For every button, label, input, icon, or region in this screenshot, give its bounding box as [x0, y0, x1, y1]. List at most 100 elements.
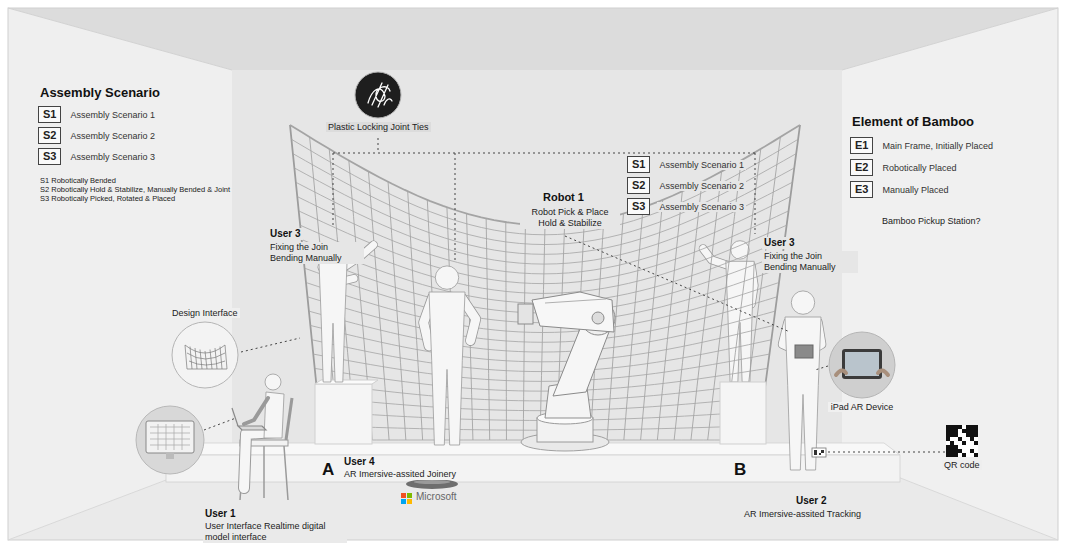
- figure-arm: [244, 398, 268, 424]
- tag-label: Assembly Scenario 1: [68, 110, 157, 120]
- logo-square: [401, 493, 406, 498]
- tag-code: E1: [850, 137, 873, 154]
- element-tag: E3 Manually Placed: [850, 181, 951, 198]
- bamboo-rod: [302, 240, 785, 304]
- qr-code-box: QR code: [942, 425, 982, 473]
- headset-visor: [406, 479, 458, 489]
- icon-caption: iPad AR Device: [828, 402, 896, 412]
- leader-line: [333, 153, 755, 154]
- icon-caption: QR code: [942, 460, 982, 470]
- leader-line: [755, 153, 756, 234]
- tablet-screen: [845, 352, 879, 376]
- chair-back: [286, 398, 292, 440]
- pedestal: [720, 382, 766, 444]
- note-text: S3 Robotically Picked, Rotated & Placed: [38, 194, 177, 203]
- tag-code: E3: [850, 181, 873, 198]
- icon-graphic: [828, 331, 896, 399]
- element-tag: E2 Robotically Placed: [850, 159, 959, 176]
- hands: [836, 370, 888, 375]
- icon-disc: [829, 332, 895, 398]
- room-edge: [8, 8, 232, 70]
- seated-user-figure: [232, 374, 292, 500]
- user-figure: [424, 266, 476, 445]
- leader-line: [565, 236, 790, 332]
- tag-label: Robotically Placed: [880, 163, 958, 173]
- leader-lines: [204, 138, 946, 452]
- element-tag: E1 Main Frame, Initially Placed: [850, 137, 995, 154]
- icon-graphic: [354, 71, 402, 119]
- shell-sketch: [185, 345, 227, 369]
- bamboo-rod: [306, 283, 779, 333]
- room-edge: [842, 8, 1058, 70]
- tag-label: Manually Placed: [880, 185, 950, 195]
- tag-code: S2: [627, 177, 650, 194]
- scenario-tag: S3 Assembly Scenario 3: [38, 148, 157, 165]
- tag-code: S3: [38, 148, 61, 165]
- figure-arm-outline: [703, 249, 729, 266]
- monitor-detail-circle: [136, 406, 204, 474]
- monitor-stand: [166, 453, 174, 459]
- icon-disc: [172, 322, 238, 388]
- logo-square: [407, 499, 412, 504]
- robot-upper-arm: [532, 292, 614, 332]
- bamboo-rod: [318, 397, 764, 411]
- leader-line: [455, 153, 456, 262]
- bamboo-rod: [294, 168, 794, 254]
- zone-letter: A: [320, 460, 336, 480]
- robot-task: Robot Pick & Place Hold & Stabilize: [520, 207, 620, 229]
- floor-qr-pattern: [814, 450, 824, 455]
- leader-line: [378, 138, 379, 153]
- headset-band: [414, 480, 450, 484]
- zone-letter: B: [732, 460, 748, 480]
- tag-label: Assembly Scenario 1: [657, 160, 746, 170]
- user-figure: [319, 243, 374, 382]
- icon-graphic: [946, 425, 978, 457]
- brand-logo-text: Microsoft: [414, 491, 459, 503]
- leader-line: [333, 153, 334, 225]
- user-role: AR Imersive-assited Joinery: [342, 469, 458, 480]
- room-frame: [8, 8, 1058, 540]
- user-label: User 4: [342, 456, 377, 468]
- user-role: Fixing the Join Bending Manually: [762, 251, 858, 273]
- scenario-tag: S2 Assembly Scenario 2: [627, 177, 746, 194]
- group-heading: Assembly Scenario: [38, 85, 162, 101]
- tag-label: Assembly Scenario 3: [657, 202, 746, 212]
- industrial-robot: [518, 292, 615, 451]
- scenario-tag: S3 Assembly Scenario 3: [627, 198, 746, 215]
- pedestal: [315, 384, 372, 444]
- qr-ground: [946, 425, 978, 457]
- tag-code: S3: [627, 198, 650, 215]
- robot-label: Robot 1: [541, 191, 586, 204]
- tag-label: Assembly Scenario 2: [657, 181, 746, 191]
- joint-ties-circle: Plastic Locking Joint Ties: [326, 71, 431, 135]
- bamboo-rod: [310, 325, 773, 361]
- figure-head: [791, 291, 814, 314]
- back-wall: [232, 70, 842, 455]
- note-text: Bamboo Pickup Station?: [880, 216, 983, 227]
- tag-code: E2: [850, 159, 873, 176]
- figure-legs-outline: [244, 432, 276, 488]
- figure-body: [785, 317, 821, 470]
- zip-tie-icon: [368, 83, 392, 107]
- tag-label: Main Frame, Initially Placed: [880, 141, 995, 151]
- user-label: User 1: [203, 508, 238, 520]
- scenario-tag: S1Assembly Scenario 1: [627, 156, 746, 173]
- robot-joint: [592, 312, 604, 324]
- logo-square: [401, 499, 406, 504]
- tag-code: S2: [38, 127, 61, 144]
- icon-disc: [355, 72, 401, 118]
- icon-caption: Design Interface: [170, 308, 240, 318]
- floor-qr-marker: [812, 448, 826, 457]
- tag-label: Assembly Scenario 3: [68, 152, 157, 162]
- icon-caption: Plastic Locking Joint Ties: [326, 122, 431, 132]
- scenario-tag: S2 Assembly Scenario 2: [38, 127, 157, 144]
- user-role: AR Imersive-assited Tracking: [742, 509, 863, 520]
- figure-body: [429, 292, 465, 445]
- user-label: User 3: [268, 228, 303, 240]
- tag-label: Assembly Scenario 2: [68, 131, 157, 141]
- note-text: S2 Robotically Hold & Stabilize, Manuall…: [38, 185, 232, 194]
- tag-code: S1: [38, 106, 61, 123]
- group-heading: Element of Bamboo: [850, 114, 976, 130]
